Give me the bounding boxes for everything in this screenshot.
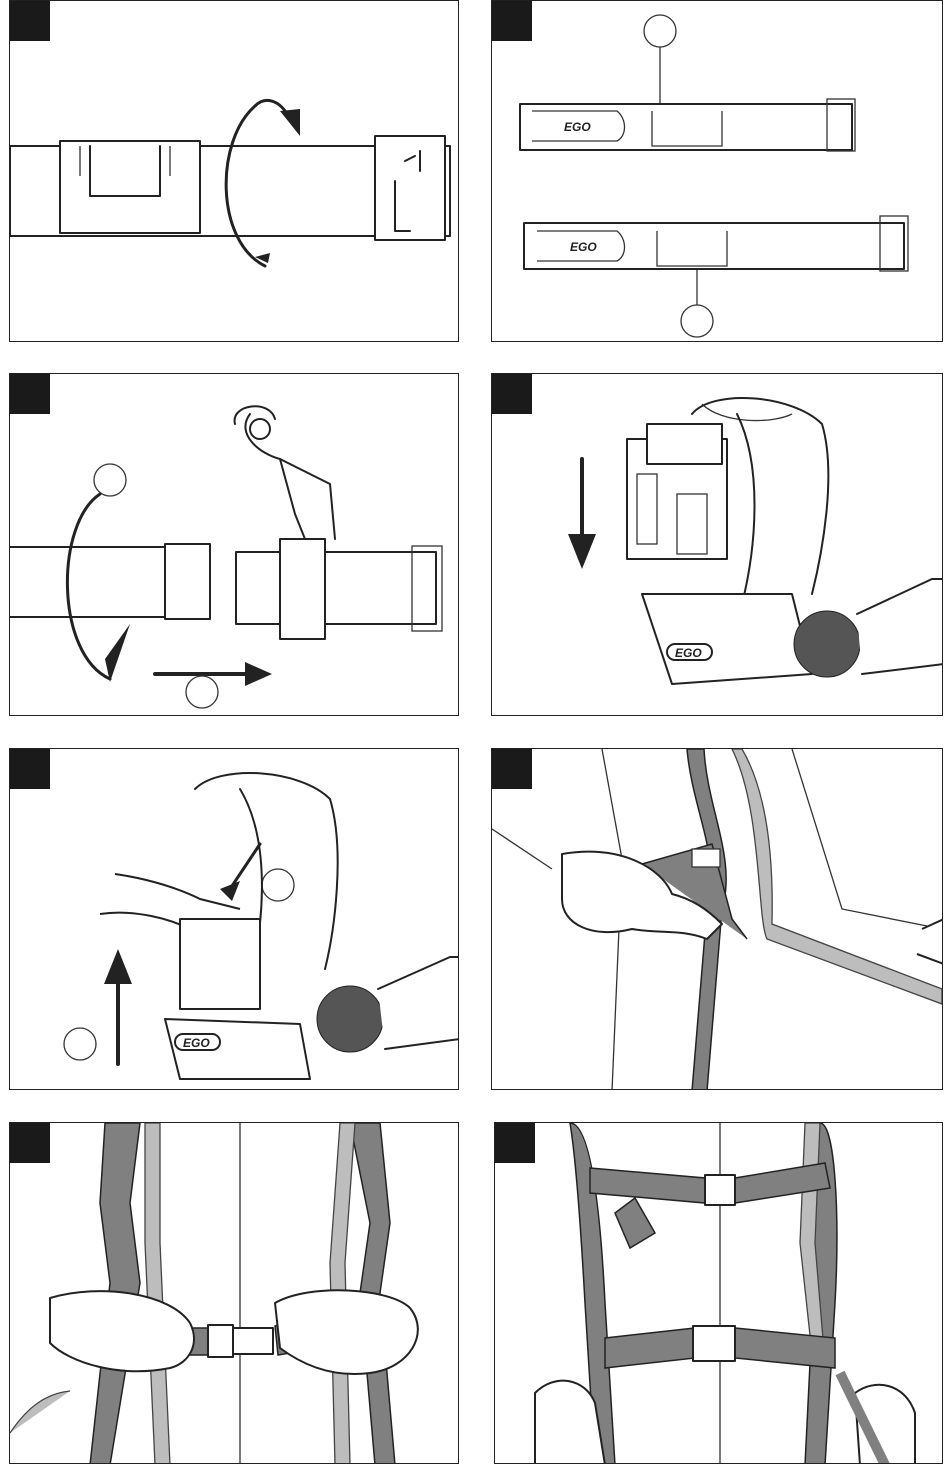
figure-panel-2: EGO EGO: [491, 0, 943, 342]
figure-panel-5: EGO: [9, 748, 459, 1090]
figure-panel-4: EGO: [491, 373, 943, 716]
tube-attach-handle-illustration: [10, 374, 459, 716]
callout-circle: [94, 464, 126, 496]
callout-circle: [644, 15, 676, 47]
callout-circle: [262, 869, 294, 901]
ego-logo: EGO: [564, 120, 591, 134]
figure-panel-8: [494, 1122, 943, 1464]
blower-tubes-illustration: EGO EGO: [492, 1, 943, 342]
ego-logo: EGO: [675, 646, 702, 660]
figure-panel-3: [9, 373, 459, 716]
harness-fitted-illustration: [495, 1123, 943, 1464]
figure-panel-7: [9, 1122, 459, 1464]
callout-circle: [681, 305, 713, 337]
callout-circle: [186, 676, 218, 708]
battery-insert-illustration: EGO: [492, 374, 943, 716]
chest-strap-buckle-illustration: [10, 1123, 459, 1464]
figure-panel-6: [491, 748, 943, 1090]
ego-logo: EGO: [183, 1036, 210, 1050]
ego-logo: EGO: [570, 240, 597, 254]
shoulder-strap-illustration: [492, 749, 943, 1090]
battery-release-illustration: EGO: [10, 749, 459, 1090]
callout-circle: [64, 1028, 96, 1060]
figure-panel-1: [9, 0, 459, 342]
tube-twist-lock-illustration: [10, 1, 459, 342]
